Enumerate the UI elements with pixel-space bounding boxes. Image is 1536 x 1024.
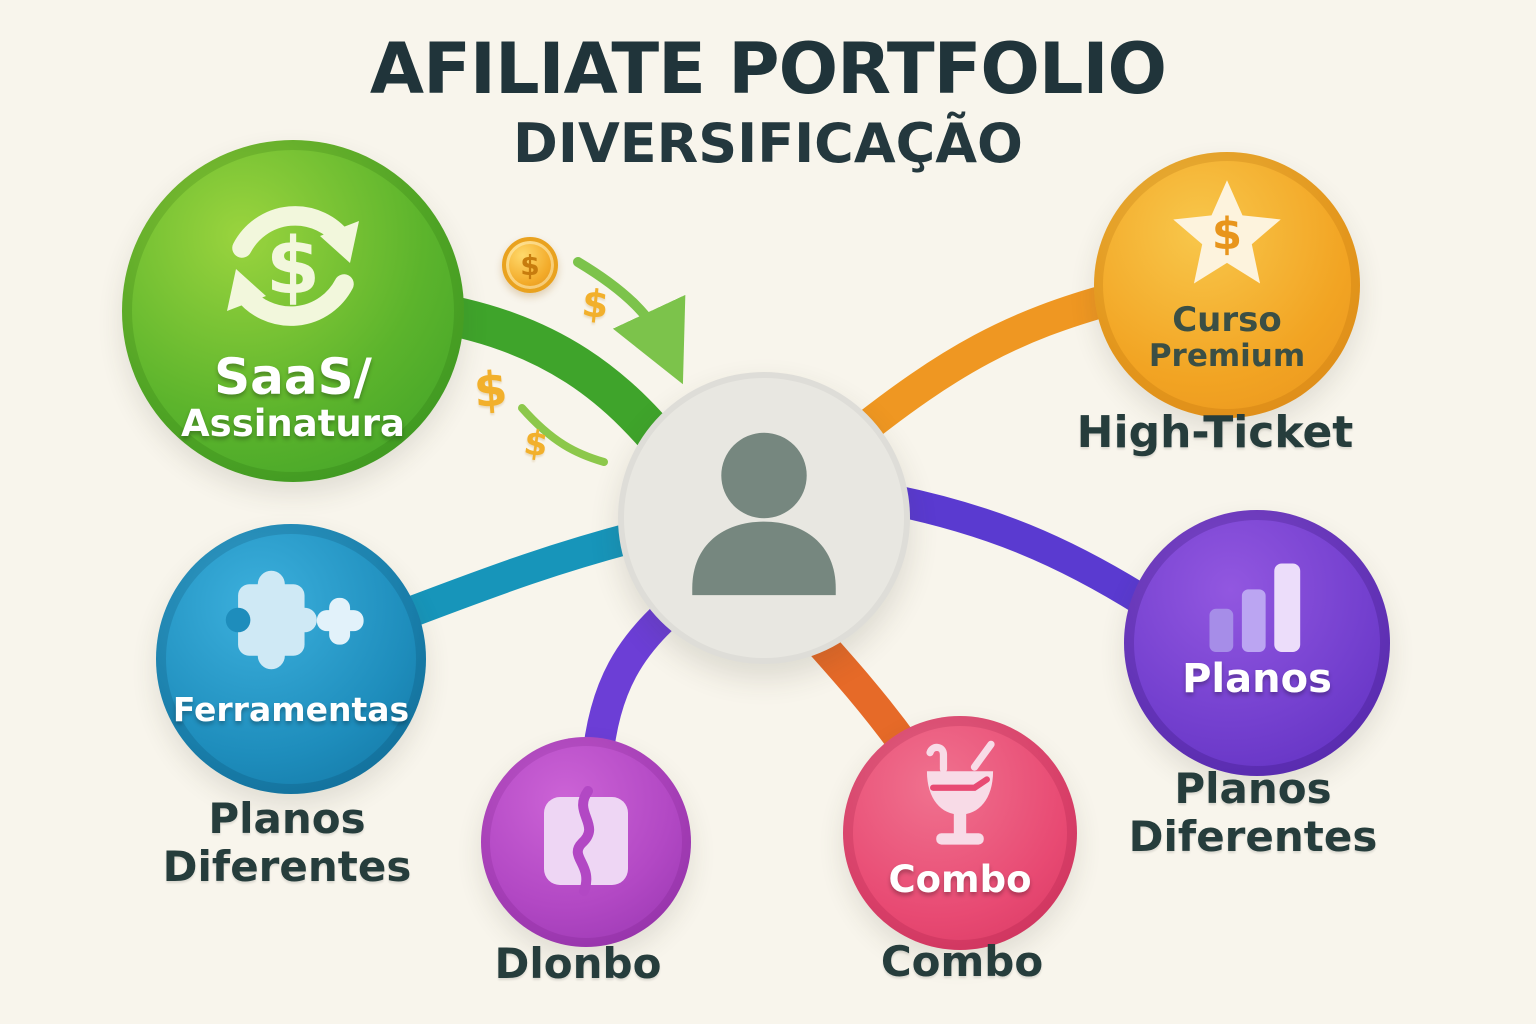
node-ferramentas-label: Ferramentas	[172, 690, 410, 729]
dollar-sign-icon: $	[472, 360, 510, 420]
node-saas-label: SaaS/	[214, 348, 372, 406]
connector-curso	[842, 282, 1120, 451]
connector-ferramentas	[389, 517, 654, 633]
label-line: Planos	[208, 794, 366, 843]
node-saas-circle: $ SaaS/ Assinatura	[122, 140, 464, 482]
node-saas-sublabel: Assinatura	[181, 402, 405, 445]
saas-dollar-glyph: $	[266, 222, 320, 312]
person-icon	[692, 432, 836, 596]
center-person-circle	[618, 372, 910, 664]
node-curso-label: Curso	[1172, 300, 1282, 340]
coin-dollar-glyph: $	[520, 248, 540, 282]
label-clonbo: Dlonbo	[494, 939, 662, 988]
bar-chart-icon	[1209, 563, 1301, 652]
star-dollar-icon: $	[1173, 180, 1281, 284]
node-planos-label: Planos	[1182, 656, 1332, 702]
puzzle-icon	[225, 570, 364, 670]
page-title: AFILIATE PORTFOLIO	[369, 28, 1167, 110]
label-planos-diferentes-left: Planos Diferentes	[87, 795, 487, 891]
label-line: Planos	[1174, 764, 1332, 813]
label-high-ticket: High-Ticket	[1076, 407, 1354, 458]
curso-dollar-glyph: $	[1212, 209, 1242, 259]
node-curso-sublabel: Premium	[1148, 338, 1306, 374]
dollar-sign-icon: $	[579, 280, 611, 328]
label-line: Diferentes	[162, 841, 412, 891]
coin-icon: $	[502, 237, 558, 293]
page-subtitle: DIVERSIFICAÇÃO	[513, 112, 1023, 175]
label-line: Diferentes	[1128, 811, 1378, 861]
cocktail-icon	[926, 740, 995, 845]
node-combo-label: Combo	[888, 858, 1032, 901]
split-square-icon	[544, 786, 628, 896]
connector-planos	[889, 484, 1154, 616]
node-clonbo-circle	[481, 737, 691, 947]
node-curso-circle: $ Curso Premium	[1094, 152, 1360, 418]
dollar-sign-icon: $	[521, 422, 551, 466]
label-combo: Combo	[880, 937, 1044, 986]
label-planos-diferentes-right: Planos Diferentes	[1053, 765, 1453, 861]
node-ferramentas-circle: Ferramentas	[156, 524, 426, 794]
recurring-dollar-icon: $	[227, 206, 359, 326]
node-planos-circle: Planos	[1124, 510, 1390, 776]
node-combo-circle: Combo	[843, 716, 1077, 950]
